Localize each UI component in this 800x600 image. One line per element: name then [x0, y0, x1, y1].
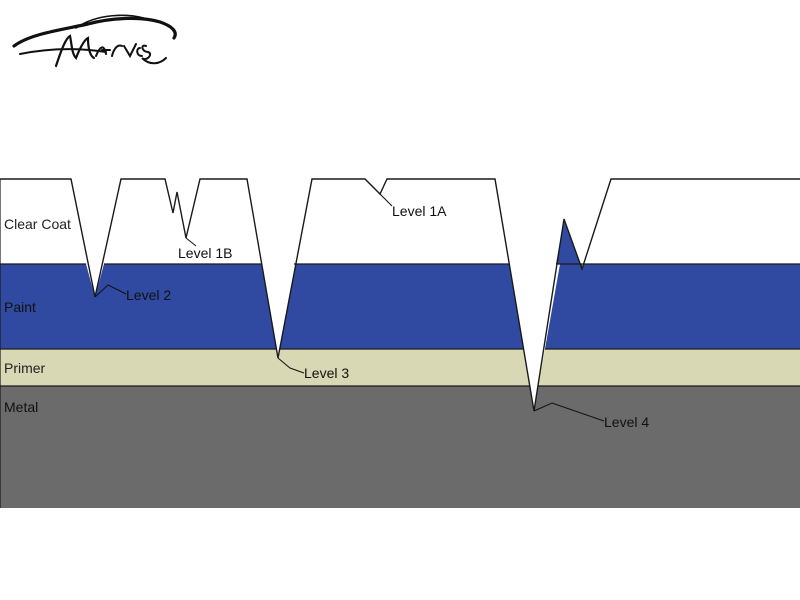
leader-level-1b	[185, 237, 197, 247]
level-1a-label: Level 1A	[392, 203, 447, 219]
leader-level-4	[533, 402, 605, 422]
level-3-label: Level 3	[304, 365, 349, 381]
layer-label-primer: Primer	[4, 360, 46, 376]
logo-arves-stroke	[95, 43, 167, 65]
logo-car-roof	[75, 14, 151, 29]
marves-logo	[12, 14, 177, 68]
logo-m-stroke	[54, 34, 96, 68]
layer-label-clear-coat: Clear Coat	[4, 216, 71, 232]
layer-label-metal: Metal	[4, 399, 38, 415]
level-2-label: Level 2	[126, 287, 171, 303]
metal-layer	[0, 386, 800, 508]
level-3-notch	[262, 264, 294, 358]
clear-coat-layer	[0, 179, 800, 411]
level-4-notch	[509, 264, 560, 411]
logo-car-swoosh	[12, 16, 177, 48]
level-4-label: Level 4	[604, 414, 649, 430]
leader-level-2	[94, 284, 127, 298]
layer-label-paint: Paint	[4, 299, 36, 315]
primer-layer	[0, 349, 800, 386]
leader-level-3	[277, 357, 305, 374]
paint-layer	[0, 264, 800, 349]
level-1b-label: Level 1B	[178, 245, 232, 261]
leader-level-1a	[379, 193, 393, 207]
